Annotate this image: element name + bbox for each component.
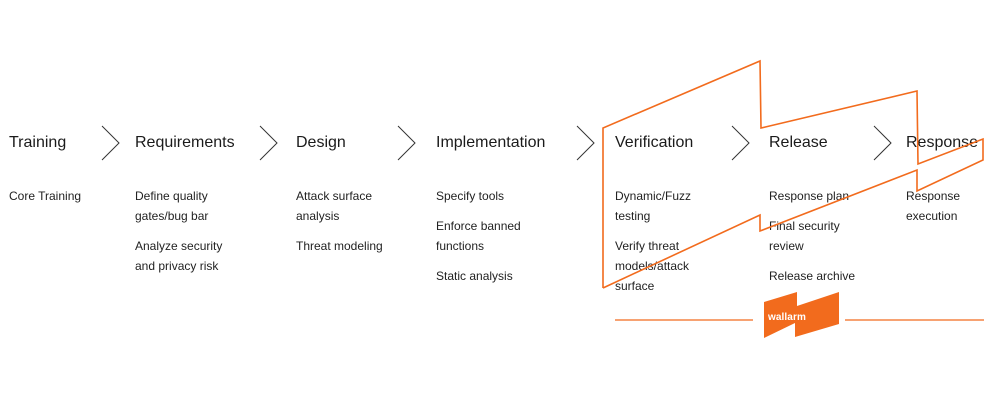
orange-zigzag-outline: [602, 59, 984, 289]
chevron-right-icon: [397, 125, 416, 161]
task-static-analysis: Static analysis: [436, 269, 513, 283]
chevron-right-icon: [873, 125, 892, 161]
task-threat-modeling: Threat modeling: [296, 239, 383, 253]
stage-title-requirements: Requirements: [135, 134, 235, 151]
task-release-archive: Release archive: [769, 269, 856, 283]
task-response-plan: Response plan: [769, 189, 850, 203]
task-response-execution: Response execution: [906, 189, 961, 223]
task-define-quality-gates: Define quality gates/bug bar: [135, 189, 209, 223]
wallarm-logo-text: wallarm: [768, 312, 806, 323]
stage-title-release: Release: [769, 134, 828, 151]
chevron-right-icon: [101, 125, 120, 161]
chevron-right-icon: [259, 125, 278, 161]
stage-title-verification: Verification: [615, 134, 694, 151]
task-specify-tools: Specify tools: [436, 189, 505, 203]
stage-title-training: Training: [9, 134, 67, 151]
task-final-security-review: Final security review: [769, 219, 840, 253]
task-analyze-security-privacy: Analyze security and privacy risk: [135, 239, 223, 273]
task-enforce-banned-functions: Enforce banned functions: [436, 219, 521, 253]
chevron-right-icon: [576, 125, 595, 161]
stage-title-implementation: Implementation: [436, 134, 546, 151]
wallarm-logo-icon: [764, 292, 839, 338]
task-attack-surface-analysis: Attack surface analysis: [296, 189, 373, 223]
stage-title-response: Response: [906, 134, 979, 151]
task-core-training: Core Training: [9, 189, 82, 203]
task-dynamic-fuzz-testing: Dynamic/Fuzz testing: [615, 189, 692, 223]
chevron-right-icon: [731, 125, 750, 161]
stage-title-design: Design: [296, 134, 346, 151]
